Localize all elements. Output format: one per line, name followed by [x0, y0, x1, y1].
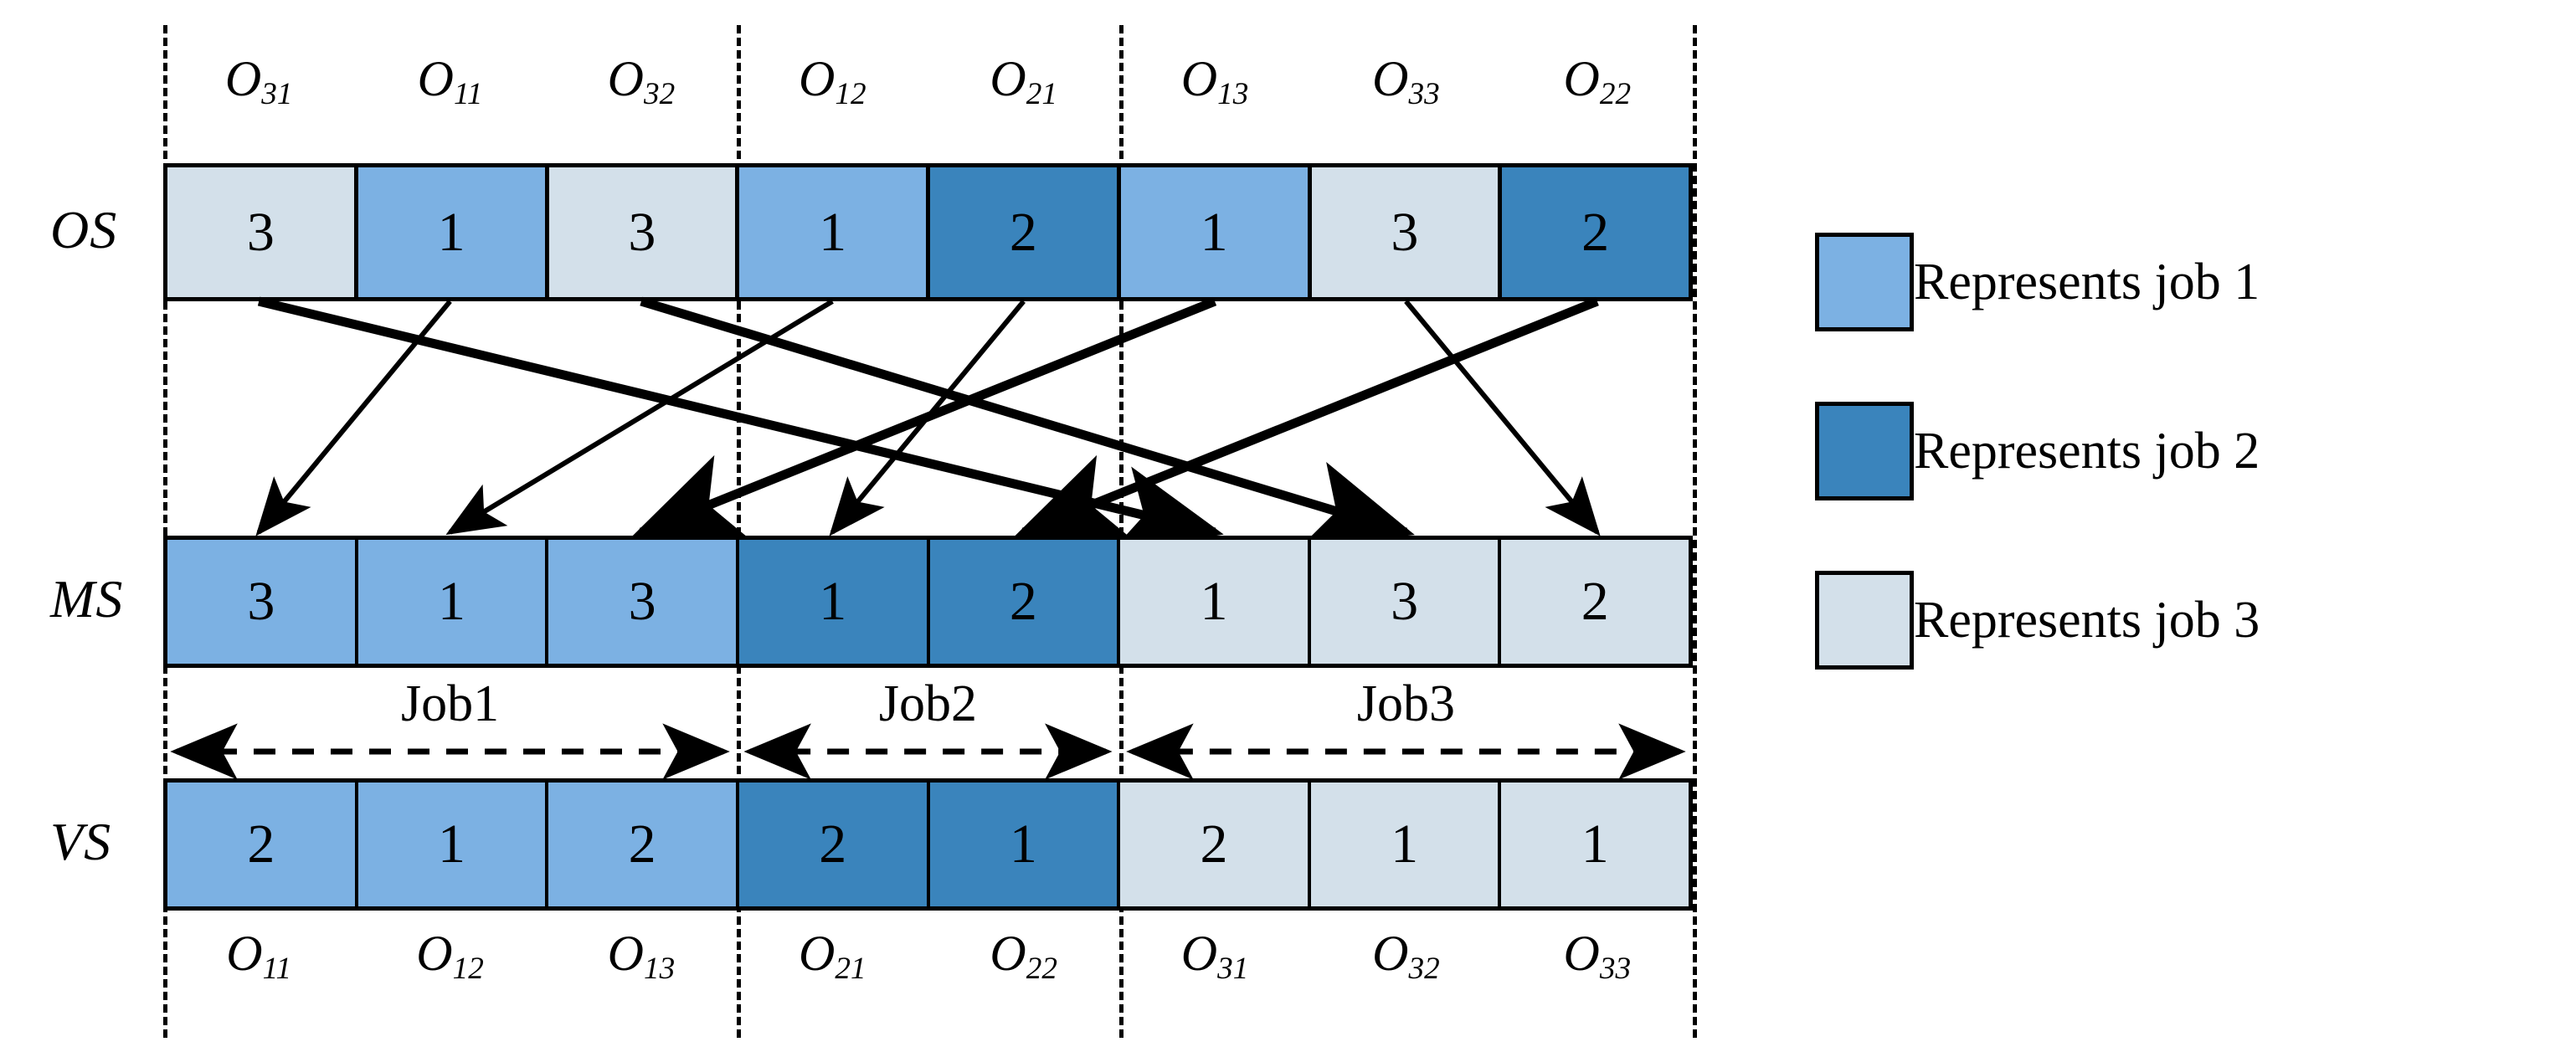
- legend-item-2: Represents job 2: [1815, 402, 2260, 500]
- ms-cell-7: 3: [1307, 540, 1499, 664]
- top-op-label-O33: O33: [1372, 51, 1440, 112]
- legend-label-2: Represents job 2: [1914, 423, 2260, 480]
- ms-cell-4: 1: [735, 540, 927, 664]
- bottom-op-label-O12: O12: [416, 926, 484, 987]
- os-cell-8: 2: [1498, 167, 1689, 297]
- job-bracket-label-1: Job1: [400, 675, 500, 732]
- top-op-label-O11: O11: [417, 51, 483, 112]
- bottom-op-label-O21: O21: [799, 926, 866, 987]
- os-cell-2: 1: [353, 167, 545, 297]
- os-cell-7: 3: [1307, 167, 1499, 297]
- legend-label-3: Represents job 3: [1914, 592, 2260, 649]
- legend-item-3: Represents job 3: [1815, 571, 2260, 670]
- bottom-op-label-O22: O22: [990, 926, 1057, 987]
- ms-cell-8: 2: [1498, 540, 1689, 664]
- vs-cell-8: 1: [1498, 783, 1689, 906]
- vs-cell-3: 2: [545, 783, 736, 906]
- legend-item-1: Represents job 1: [1815, 233, 2260, 331]
- job-divider-line-4: [1693, 25, 1697, 1038]
- job-bracket-arrows: [170, 723, 1686, 780]
- top-op-label-O21: O21: [990, 51, 1057, 112]
- os-cell-3: 3: [544, 167, 736, 297]
- vs-cell-2: 1: [354, 783, 546, 906]
- vs-cell-7: 1: [1307, 783, 1499, 906]
- job-bracket-label-2: Job2: [878, 675, 978, 732]
- map-arrow-8-to-5: [1015, 296, 1599, 537]
- ms-cell-5: 2: [926, 540, 1118, 664]
- vs-cell-1: 2: [167, 783, 355, 906]
- bottom-op-label-O11: O11: [226, 926, 292, 987]
- row-label-vs: VS: [50, 812, 112, 871]
- os-cell-4: 1: [735, 167, 926, 297]
- legend-swatch-job3: [1815, 571, 1914, 670]
- os-cell-6: 1: [1116, 167, 1308, 297]
- bottom-op-label-O33: O33: [1563, 926, 1632, 987]
- map-arrow-7-to-8: [1404, 300, 1601, 536]
- legend: Represents job 1 Represents job 2 Represen…: [1815, 233, 2576, 857]
- legend-label-1: Represents job 1: [1914, 254, 2260, 310]
- top-op-label-O13: O13: [1180, 51, 1249, 112]
- vs-cell-6: 2: [1117, 783, 1308, 906]
- vs-cell-5: 1: [926, 783, 1118, 906]
- top-op-label-O22: O22: [1563, 51, 1632, 112]
- map-arrow-4-to-2: [445, 299, 834, 536]
- bottom-op-label-O32: O32: [1372, 926, 1440, 987]
- legend-swatch-job2: [1815, 402, 1914, 500]
- ms-cell-1: 3: [167, 540, 355, 664]
- ms-cell-2: 1: [354, 540, 546, 664]
- row-label-ms: MS: [50, 569, 124, 629]
- row-label-os: OS: [50, 199, 118, 259]
- map-arrow-2-to-1: [255, 300, 452, 536]
- top-op-label-O32: O32: [607, 51, 676, 112]
- ms-cell-3: 3: [545, 540, 736, 664]
- job-bracket-label-3: Job3: [1356, 675, 1455, 732]
- job-bracket-band: Job1 Job2 Job3: [0, 668, 2576, 780]
- legend-swatch-job1: [1815, 233, 1914, 331]
- os-cell-1: 3: [167, 167, 354, 297]
- job-divider-line-1: [163, 25, 167, 1038]
- top-op-label-O12: O12: [799, 51, 866, 112]
- vs-cell-4: 2: [735, 783, 927, 906]
- top-op-label-O31: O31: [224, 51, 293, 112]
- map-arrow-6-to-3: [632, 296, 1217, 537]
- bottom-op-label-O13: O13: [607, 926, 676, 987]
- ms-cell-6: 1: [1117, 540, 1308, 664]
- os-cell-5: 2: [926, 167, 1117, 297]
- bottom-op-label-O31: O31: [1180, 926, 1249, 987]
